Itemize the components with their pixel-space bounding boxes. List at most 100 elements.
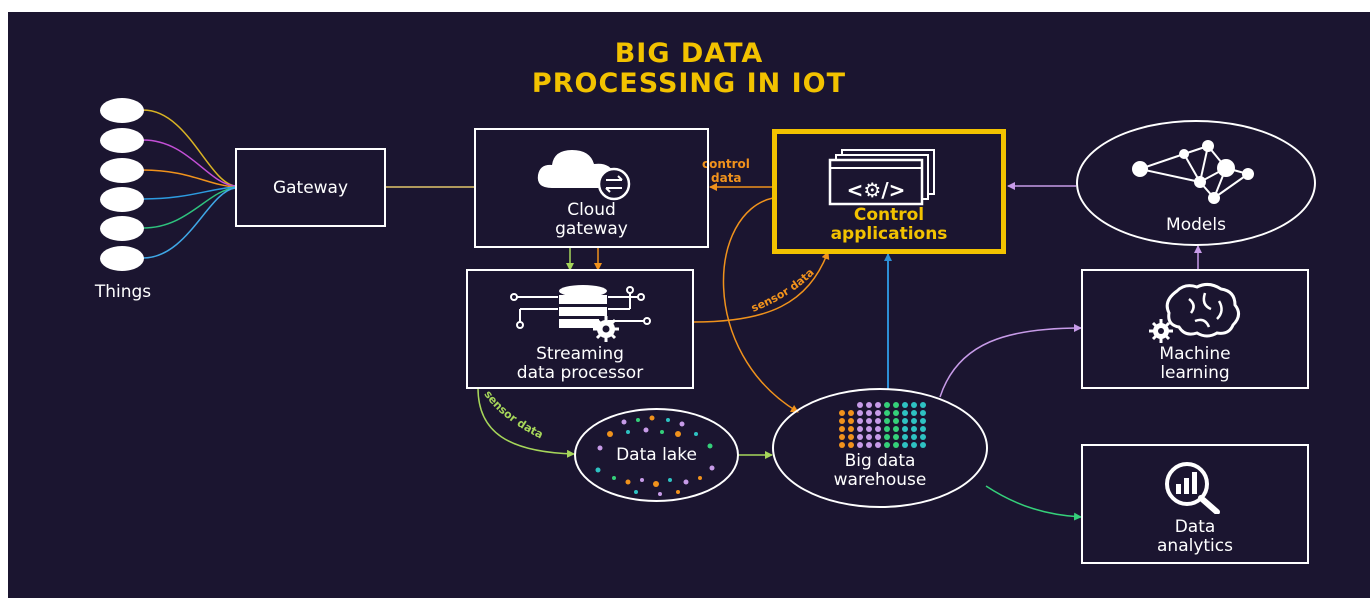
control-applications-label-1: Control [853, 205, 925, 225]
grid-dot [920, 442, 926, 448]
streaming-label-1: Streaming [536, 344, 624, 364]
grid-dot [893, 426, 899, 432]
grid-dot [920, 410, 926, 416]
grid-dot [893, 410, 899, 416]
grid-dot [911, 434, 917, 440]
sensor-data-label-lower: sensor data [481, 388, 545, 441]
grid-dot [920, 402, 926, 408]
thing-node [100, 158, 144, 183]
things-label: Things [94, 282, 152, 302]
big-data-warehouse-node: Big data warehouse [772, 388, 988, 508]
network-graph-icon [1132, 140, 1254, 204]
machine-learning-label-2: learning [1160, 363, 1230, 383]
machine-learning-label-1: Machine [1159, 344, 1231, 364]
grid-dot [884, 434, 890, 440]
grid-dot [911, 442, 917, 448]
grid-dot [884, 426, 890, 432]
data-lake-label: Data lake [616, 445, 697, 465]
thing-node [100, 128, 144, 153]
grid-dot [920, 426, 926, 432]
models-label: Models [1166, 215, 1226, 235]
grid-dot [848, 418, 854, 424]
grid-dot [866, 426, 872, 432]
grid-dot [902, 434, 908, 440]
grid-dot [884, 418, 890, 424]
streaming-label-2: data processor [516, 363, 644, 383]
warehouse-label-2: warehouse [833, 470, 927, 490]
control-applications-label-2: applications [830, 224, 948, 244]
gateway-label: Gateway [272, 178, 349, 198]
grid-dot [839, 442, 845, 448]
grid-dot [875, 418, 881, 424]
cloud-sync-icon [537, 150, 631, 201]
grid-dot [875, 410, 881, 416]
grid-dot [902, 402, 908, 408]
grid-dot [857, 426, 863, 432]
control-applications-node: <⚙/> Control applications [772, 129, 1006, 254]
grid-dot [911, 418, 917, 424]
database-gear-icon [510, 285, 651, 342]
grid-dot [884, 442, 890, 448]
grid-dot [866, 418, 872, 424]
magnifier-chart-icon [1165, 462, 1220, 514]
grid-dot [893, 402, 899, 408]
grid-dot [875, 434, 881, 440]
grid-dot [893, 442, 899, 448]
cloud-gateway-label-1: Cloud [567, 200, 616, 220]
grid-dot [893, 434, 899, 440]
grid-dot [875, 442, 881, 448]
grid-dot [875, 402, 881, 408]
grid-dot [839, 410, 845, 416]
grid-dot [875, 426, 881, 432]
cloud-gateway-node: Cloud gateway [474, 128, 709, 248]
control-data-label-2: data [711, 171, 742, 185]
grid-dot [848, 434, 854, 440]
title-line-1: BIG DATA [614, 38, 764, 69]
grid-dot [839, 418, 845, 424]
data-analytics-label-1: Data [1174, 517, 1216, 537]
stream-lake-arrow [477, 387, 575, 458]
grid-dot [857, 442, 863, 448]
thing-node [100, 98, 144, 123]
data-analytics-label-2: analytics [1157, 536, 1233, 556]
thing-node [100, 216, 144, 241]
grid-dot [857, 410, 863, 416]
things-links [142, 109, 236, 259]
grid-dot [848, 442, 854, 448]
control-warehouse-arrow [722, 197, 799, 413]
grid-dot [866, 410, 872, 416]
grid-dot [920, 418, 926, 424]
machine-learning-node: Machine learning [1081, 269, 1309, 389]
grid-dot [902, 442, 908, 448]
grid-dot [902, 426, 908, 432]
svg-text:<⚙/>: <⚙/> [847, 178, 906, 202]
grid-dot [848, 426, 854, 432]
diagram-canvas: BIG DATA PROCESSING IN IOT [8, 12, 1370, 598]
grid-dot [884, 410, 890, 416]
code-windows-icon: <⚙/> [828, 149, 935, 206]
sensor-data-label-upper: sensor data [749, 266, 816, 315]
data-analytics-node: Data analytics [1081, 444, 1309, 564]
data-lake-node: Data lake [574, 408, 739, 502]
grid-dot [866, 402, 872, 408]
grid-dot [902, 410, 908, 416]
stream-control-arrow [693, 251, 830, 323]
thing-node [100, 246, 144, 271]
grid-dot [857, 402, 863, 408]
grid-dot [857, 434, 863, 440]
models-node: Models [1076, 120, 1316, 246]
scattered-dots-icon [595, 415, 715, 496]
grid-dot [857, 418, 863, 424]
grid-dot [911, 426, 917, 432]
grid-dot [902, 418, 908, 424]
cloud-gateway-label-2: gateway [555, 219, 628, 239]
grid-dot [893, 418, 899, 424]
warehouse-label-1: Big data [844, 451, 916, 471]
gateway-node: Gateway [235, 148, 386, 227]
title-line-2: PROCESSING IN IOT [531, 68, 847, 99]
dot-grid-icon [839, 402, 926, 448]
control-data-label-1: control [702, 157, 750, 171]
grid-dot [848, 410, 854, 416]
grid-dot [911, 410, 917, 416]
connectors: control data sensor data sensor data [142, 109, 1202, 521]
